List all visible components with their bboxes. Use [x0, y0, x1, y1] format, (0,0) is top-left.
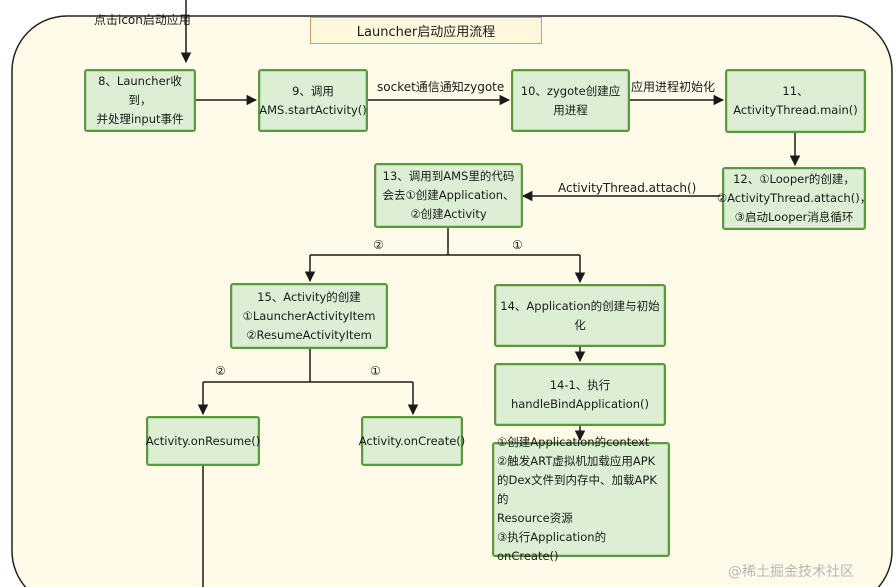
watermark: @稀土掘金技术社区 [728, 564, 854, 580]
edge-label-attach: ActivityThread.attach() [558, 181, 697, 195]
node-9-ams-start-activity: 9、调用 AMS.startActivity() [258, 69, 368, 132]
node-11-activitythread-main: 11、ActivityThread.main() [725, 69, 866, 133]
edge-label-socket: socket通信通知zygote [377, 80, 505, 94]
trigger-label: 点击icon启动应用 [94, 13, 191, 27]
edge-label-branch1-bottom: ① [370, 364, 381, 378]
node-8-launcher-input: 8、Launcher收到， 并处理input事件 [84, 69, 196, 132]
node-application-detail: ①创建Application的context ②触发ART虚拟机加载应用APK … [492, 435, 670, 563]
node-12-looper-attach: 12、①Looper的创建， ②ActivityThread.attach()，… [717, 167, 871, 230]
node-13-ams-code: 13、调用到AMS里的代码 会去①创建Application、 ②创建Activ… [374, 163, 523, 228]
node-10-zygote-create: 10、zygote创建应 用进程 [511, 69, 630, 132]
diagram-title: Launcher启动应用流程 [310, 17, 542, 44]
node-15-activity-create: 15、Activity的创建 ①LauncherActivityItem ②Re… [230, 283, 388, 349]
edge-label-branch2-bottom: ② [215, 364, 226, 378]
edge-15-branch [203, 349, 413, 383]
node-14-1-handle-bind-application: 14-1、执行 handleBindApplication() [494, 363, 666, 426]
edge-label-app-process-init: 应用进程初始化 [631, 80, 716, 94]
edge-label-branch2-top: ② [373, 238, 384, 252]
node-activity-onresume: Activity.onResume() [146, 416, 260, 466]
edge-label-branch1-top: ① [512, 238, 523, 252]
edge-13-branch [310, 228, 580, 256]
node-activity-oncreate: Activity.onCreate() [359, 416, 465, 466]
node-14-application-create: 14、Application的创建与初始化 [494, 284, 666, 347]
